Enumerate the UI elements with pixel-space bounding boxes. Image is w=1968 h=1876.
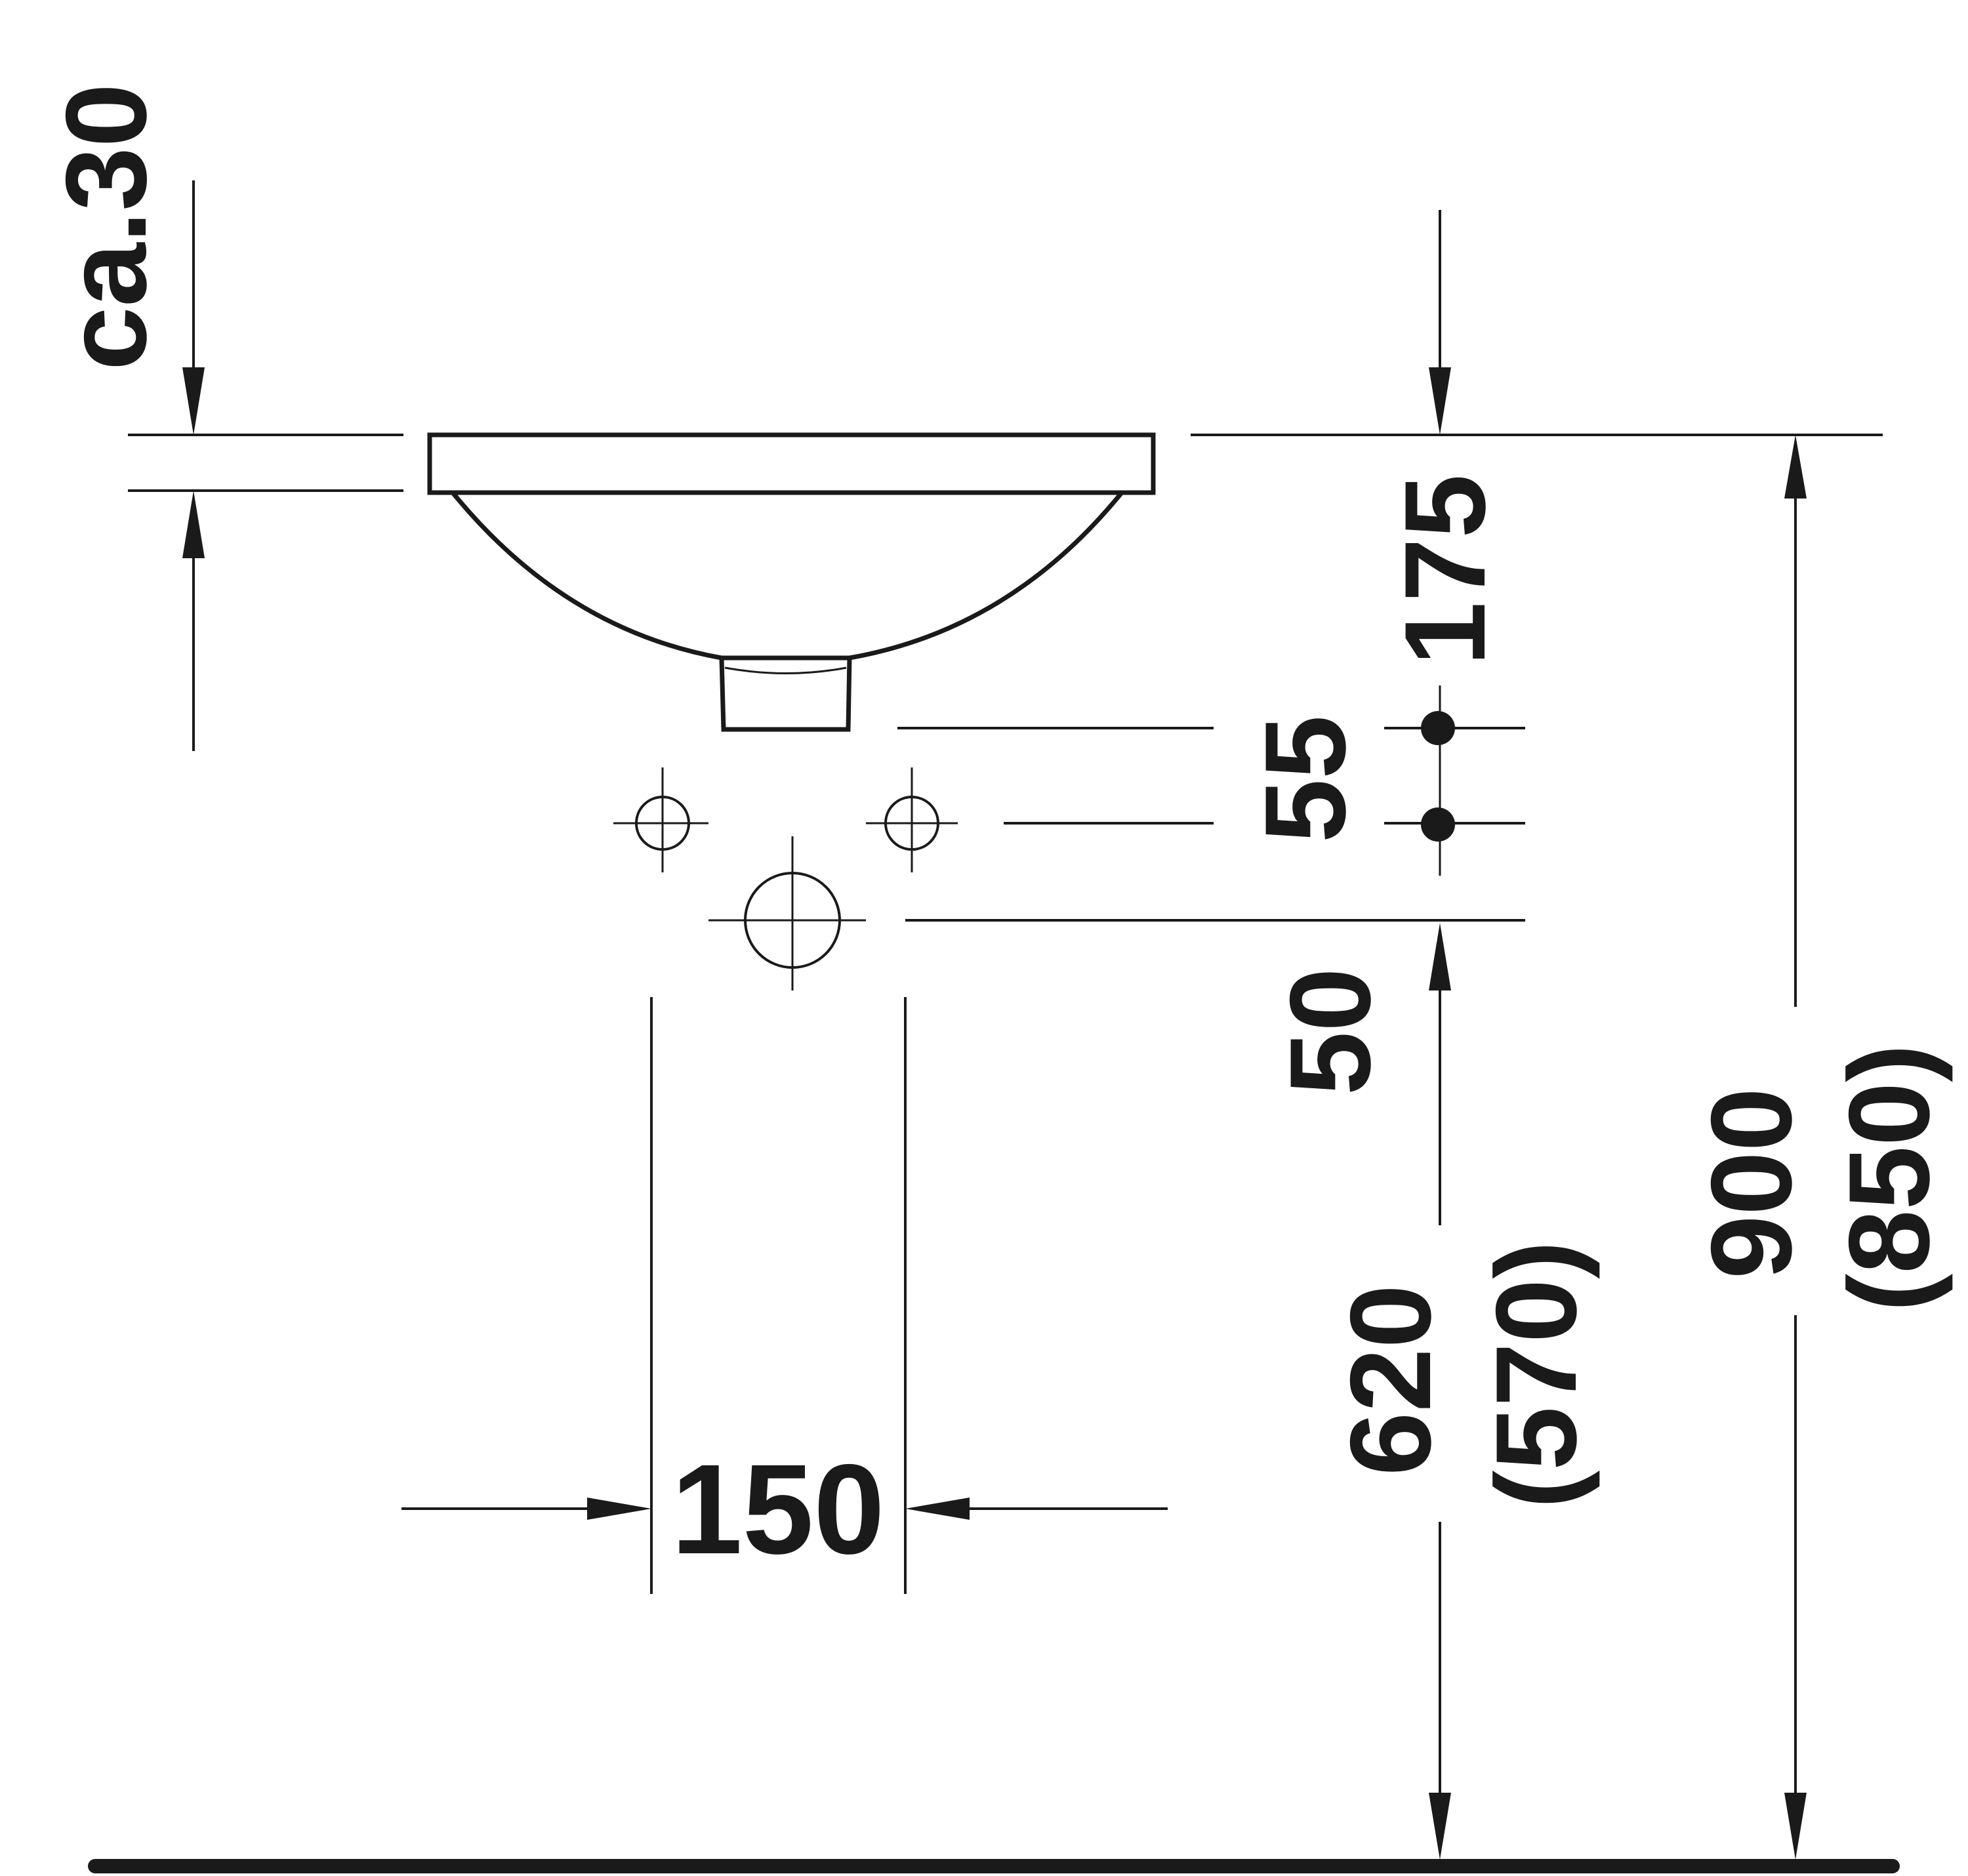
dim-label-outlet-depth: 175	[1382, 474, 1509, 666]
dim-label-drain-height-alt: (570)	[1473, 1240, 1601, 1509]
dim-outlet-depth	[1191, 210, 1883, 876]
dim-label-rim-height: 900	[1688, 1088, 1816, 1279]
basin-bowl-bottom	[724, 666, 847, 674]
basin-outline	[427, 432, 1156, 732]
tap-hole-right	[866, 767, 958, 872]
dim-label-rim-height-alt: (850)	[1826, 1044, 1954, 1312]
dim-label-drain-width: 150	[671, 1438, 884, 1581]
dim-label-drain-height: 620	[1327, 1284, 1455, 1476]
basin-outlet	[719, 657, 852, 732]
basin-rim	[427, 432, 1156, 495]
basin-bowl	[451, 491, 1124, 661]
dim-tap-spacing	[897, 711, 1525, 842]
dim-label-tap-spacing: 55	[1242, 715, 1370, 843]
dim-rim-thickness	[128, 180, 403, 751]
dim-label-rim-thickness: ca.30	[43, 83, 171, 371]
dim-drain-width	[401, 997, 1168, 1594]
dim-drain-offset	[905, 919, 1525, 1225]
tap-hole-left	[613, 767, 708, 872]
drain-hole	[708, 836, 866, 990]
dim-drain-height	[1429, 1522, 1451, 1860]
dim-label-drain-offset: 50	[1267, 968, 1395, 1095]
dim-rim-height	[1784, 435, 1807, 1860]
